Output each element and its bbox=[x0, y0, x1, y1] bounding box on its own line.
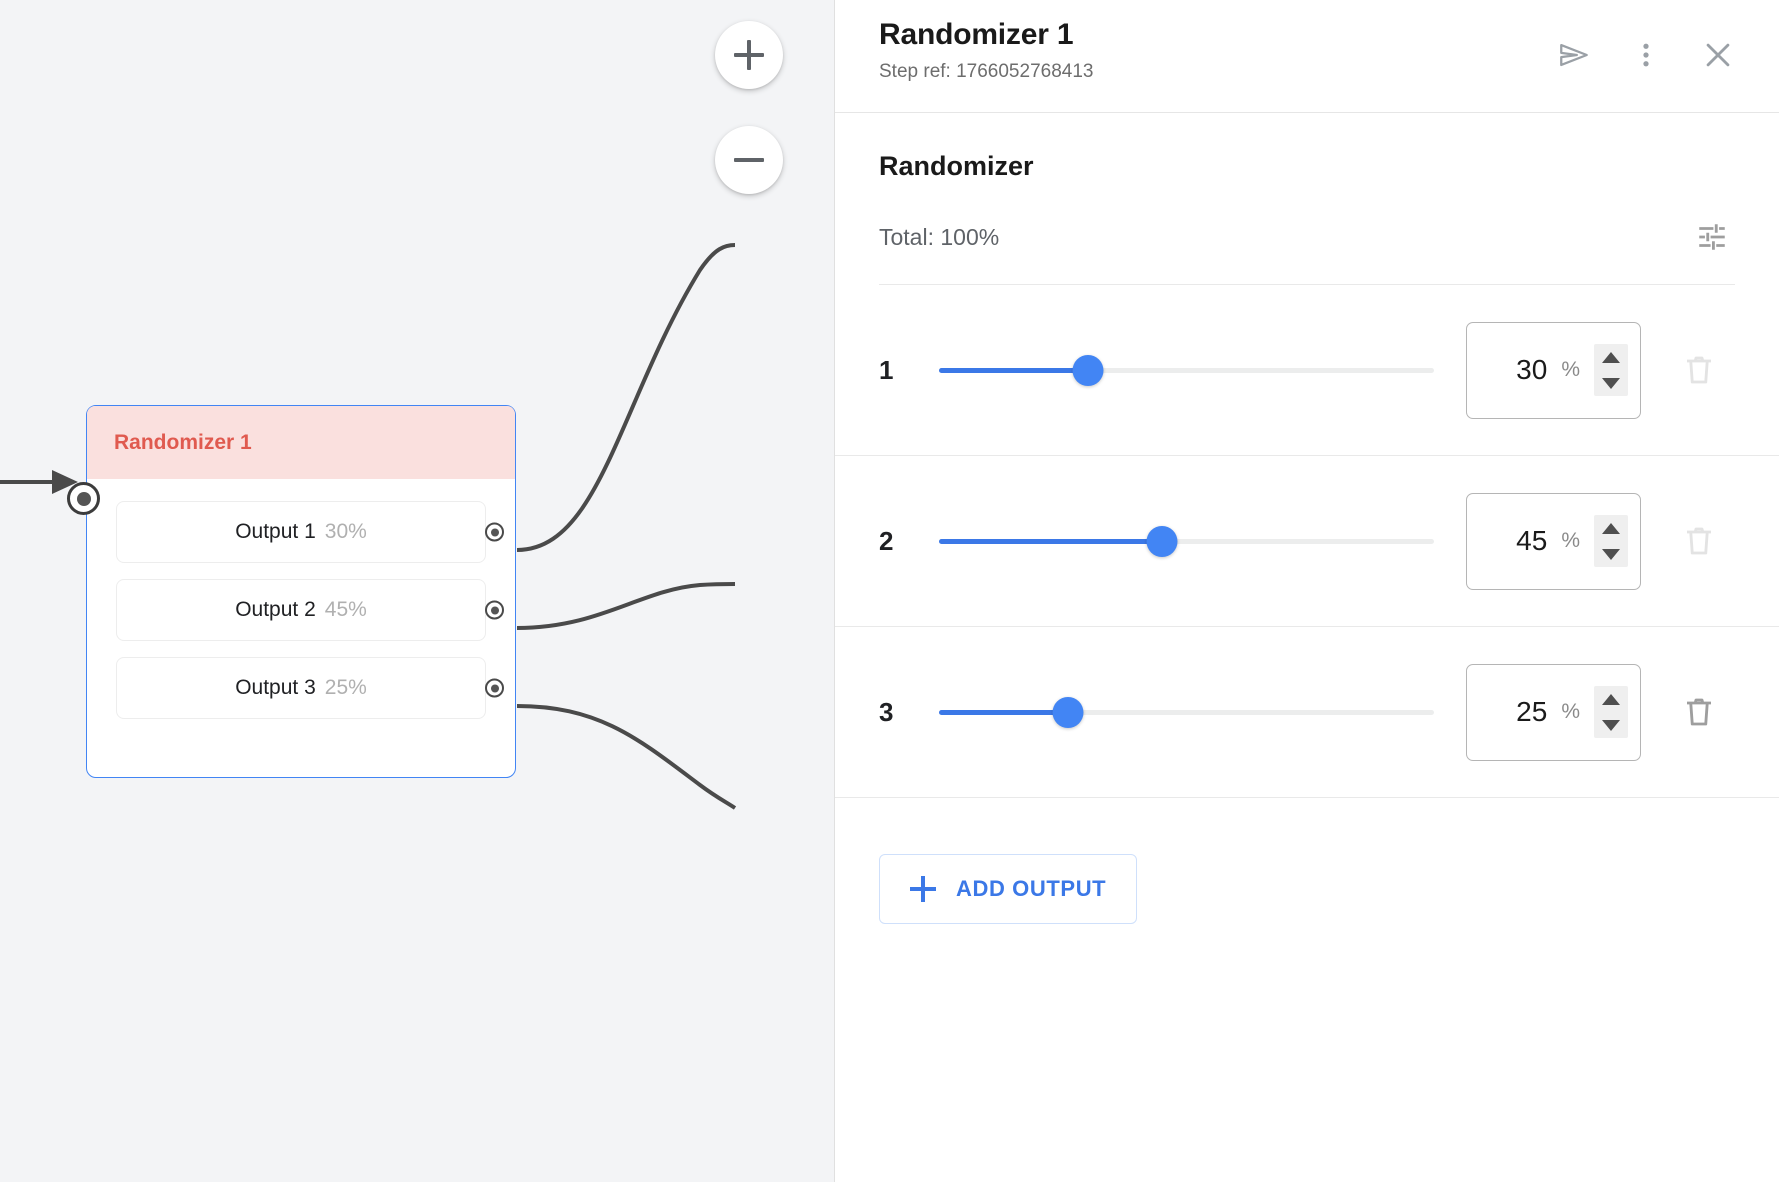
panel-actions bbox=[1549, 14, 1743, 80]
panel-step-ref: Step ref: 1766052768413 bbox=[879, 61, 1094, 82]
node-output-percent: 45% bbox=[324, 598, 367, 621]
node-output-port-2[interactable] bbox=[485, 600, 504, 620]
minus-icon bbox=[734, 145, 764, 175]
weight-value: 45 bbox=[1516, 525, 1548, 556]
zoom-out-button[interactable] bbox=[715, 126, 783, 194]
row-index-label: 3 bbox=[879, 696, 894, 727]
node-header: Randomizer 1 bbox=[87, 406, 515, 479]
send-icon bbox=[1560, 43, 1588, 67]
weight-input-3[interactable]: 25 % bbox=[1466, 663, 1641, 761]
output-weight-row: 1 30 % bbox=[835, 285, 1779, 456]
node-output-3[interactable]: Output 3 25% bbox=[116, 657, 504, 719]
stepper-down-icon[interactable] bbox=[1602, 548, 1620, 560]
node-output-label: Output 1 bbox=[235, 520, 316, 543]
more-options-button[interactable] bbox=[1621, 30, 1671, 80]
slider-thumb[interactable] bbox=[1072, 354, 1103, 386]
slider-fill bbox=[939, 709, 1068, 715]
add-output-button[interactable]: ADD OUTPUT bbox=[879, 854, 1138, 924]
slider-thumb[interactable] bbox=[1052, 696, 1084, 728]
node-output-percent: 30% bbox=[324, 520, 367, 543]
close-icon bbox=[1706, 43, 1730, 67]
delete-output-button-3[interactable] bbox=[1663, 694, 1735, 730]
slider-track bbox=[939, 709, 1434, 715]
node-body: Output 1 30% Output 2 45% Output 3 25% bbox=[87, 479, 515, 719]
randomizer-node[interactable]: Randomizer 1 Output 1 30% Output 2 45% O… bbox=[67, 405, 516, 778]
section-total-row: Total: 100% bbox=[879, 214, 1735, 285]
settings-button[interactable] bbox=[1689, 214, 1735, 260]
weight-slider-3[interactable] bbox=[939, 692, 1434, 732]
add-output-label: ADD OUTPUT bbox=[956, 876, 1107, 901]
node-title: Randomizer 1 bbox=[114, 430, 252, 454]
delete-output-button-2 bbox=[1663, 523, 1735, 559]
more-vert-icon bbox=[1643, 43, 1649, 67]
node-output-1[interactable]: Output 1 30% bbox=[116, 501, 504, 563]
percent-suffix: % bbox=[1561, 700, 1580, 723]
panel-title-group: Randomizer 1 Step ref: 1766052768413 bbox=[879, 14, 1549, 83]
zoom-in-button[interactable] bbox=[715, 21, 783, 89]
properties-panel: Randomizer 1 Step ref: 1766052768413 bbox=[835, 0, 1779, 1182]
weight-slider-2[interactable] bbox=[939, 521, 1434, 561]
trash-icon bbox=[1687, 527, 1711, 555]
output-weight-row: 3 25 % bbox=[835, 627, 1779, 798]
total-percent-label: Total: 100% bbox=[879, 223, 1000, 250]
node-input-port[interactable] bbox=[67, 482, 100, 515]
weight-input-1[interactable]: 30 % bbox=[1466, 321, 1641, 419]
weight-value: 30 bbox=[1516, 354, 1548, 385]
plus-icon bbox=[910, 876, 936, 902]
percent-suffix: % bbox=[1561, 358, 1580, 381]
tune-icon bbox=[1699, 224, 1725, 250]
delete-output-button-1 bbox=[1663, 352, 1735, 388]
slider-track bbox=[939, 538, 1434, 544]
weight-input-2[interactable]: 45 % bbox=[1466, 492, 1641, 590]
stepper-down-icon[interactable] bbox=[1602, 377, 1620, 389]
stepper-up-icon[interactable] bbox=[1602, 693, 1620, 705]
panel-header: Randomizer 1 Step ref: 1766052768413 bbox=[835, 0, 1779, 113]
output-weight-row: 2 45 % bbox=[835, 456, 1779, 627]
connection-edges bbox=[0, 243, 737, 810]
node-output-port-3[interactable] bbox=[485, 678, 504, 698]
percent-suffix: % bbox=[1561, 529, 1580, 552]
trash-icon bbox=[1687, 356, 1711, 384]
stepper-up-icon[interactable] bbox=[1602, 522, 1620, 534]
slider-fill bbox=[939, 538, 1162, 544]
close-button[interactable] bbox=[1693, 30, 1743, 80]
node-output-label: Output 3 bbox=[235, 676, 316, 699]
send-button[interactable] bbox=[1549, 30, 1599, 80]
node-output-port-1[interactable] bbox=[485, 522, 504, 542]
row-index-label: 2 bbox=[879, 525, 894, 556]
node-output-label: Output 2 bbox=[235, 598, 316, 621]
section-title: Randomizer bbox=[879, 151, 1034, 181]
node-output-2[interactable]: Output 2 45% bbox=[116, 579, 504, 641]
number-stepper-1[interactable] bbox=[1594, 344, 1628, 396]
panel-title: Randomizer 1 bbox=[879, 18, 1074, 51]
stepper-up-icon[interactable] bbox=[1602, 351, 1620, 363]
row-index-label: 1 bbox=[879, 354, 894, 385]
weight-value: 25 bbox=[1516, 696, 1548, 727]
add-output-row: ADD OUTPUT bbox=[835, 798, 1779, 924]
slider-thumb[interactable] bbox=[1146, 525, 1178, 557]
weight-slider-1[interactable] bbox=[939, 350, 1434, 390]
stepper-down-icon[interactable] bbox=[1602, 719, 1620, 731]
slider-fill bbox=[939, 367, 1088, 373]
number-stepper-2[interactable] bbox=[1594, 515, 1628, 567]
number-stepper-3[interactable] bbox=[1594, 686, 1628, 738]
randomizer-section-header: Randomizer Total: 100% bbox=[835, 113, 1779, 285]
trash-icon bbox=[1687, 698, 1711, 726]
node-output-percent: 25% bbox=[324, 676, 367, 699]
plus-icon bbox=[734, 40, 764, 70]
slider-track bbox=[939, 367, 1434, 373]
flow-canvas[interactable]: Randomizer 1 Output 1 30% Output 2 45% O… bbox=[0, 0, 835, 1182]
